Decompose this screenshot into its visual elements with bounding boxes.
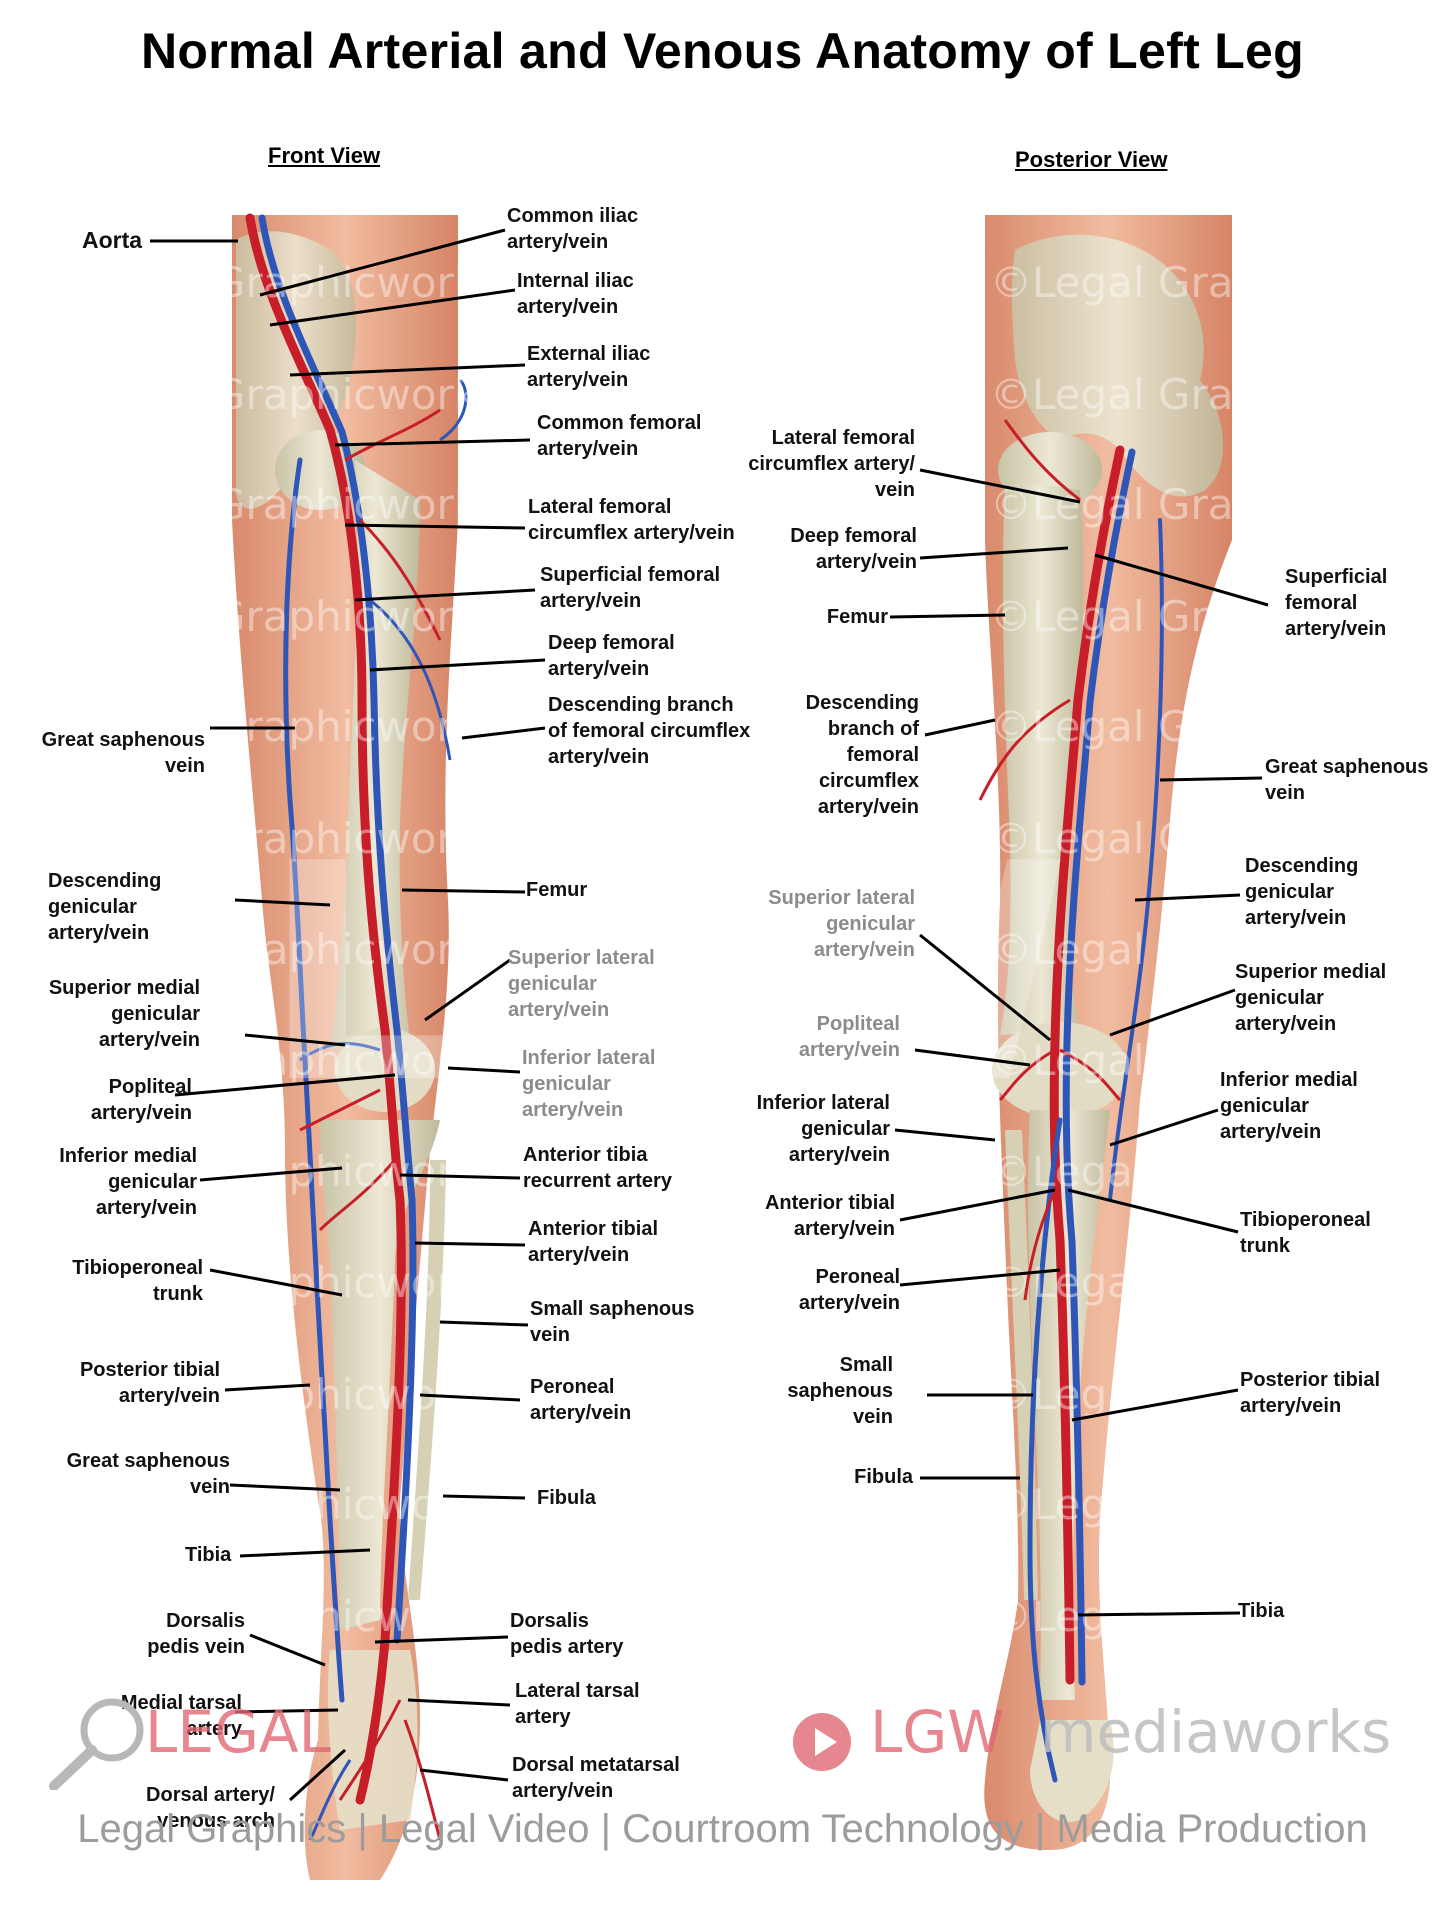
front-tibia bbox=[320, 1120, 440, 1630]
page-title: Normal Arterial and Venous Anatomy of Le… bbox=[140, 23, 1305, 79]
brand-tagline: Legal Graphics | Legal Video | Courtroom… bbox=[77, 1807, 1368, 1851]
posterior-small-saphenous-vein bbox=[1027, 1117, 1063, 1783]
posterior-branches bbox=[978, 419, 1122, 1301]
front-branches bbox=[299, 408, 442, 1841]
label-lateral-tarsal: Lateral tarsal artery bbox=[515, 1680, 640, 1728]
front-great-saphenous-vein bbox=[283, 457, 345, 1703]
label-posterior-great-saphenous: Great saphenous vein bbox=[1265, 756, 1429, 804]
label-superficial-femoral: Superficial femoral artery/vein bbox=[540, 564, 721, 612]
front-pelvis bbox=[236, 231, 356, 509]
label-anterior-tibial: Anterior tibial artery/vein bbox=[528, 1218, 659, 1266]
label-posterior-tibial: Posterior tibial artery/vein bbox=[79, 1359, 220, 1407]
label-tibioperoneal-trunk: Tibioperoneal trunk bbox=[72, 1257, 203, 1305]
label-internal-iliac: Internal iliac artery/vein bbox=[517, 270, 634, 318]
label-dorsal-arch: Dorsal artery/ venous arch bbox=[146, 1784, 275, 1832]
front-vein-main bbox=[258, 214, 417, 1644]
label-posterior-inferior-medial-genicular: Inferior medial genicular artery/vein bbox=[1220, 1069, 1358, 1143]
label-posterior-peroneal: Peroneal artery/vein bbox=[798, 1266, 900, 1314]
front-artery-main bbox=[245, 213, 406, 1805]
label-posterior-tibioperoneal: Tibioperoneal trunk bbox=[1240, 1209, 1371, 1257]
front-view-title: Front View bbox=[268, 143, 381, 168]
front-fibula bbox=[408, 1160, 446, 1600]
label-aorta: Aorta bbox=[82, 227, 143, 253]
label-dorsal-metatarsal: Dorsal metatarsal artery/vein bbox=[512, 1754, 680, 1802]
posterior-calcaneus bbox=[1030, 1720, 1114, 1822]
brand-legal: LEGAL bbox=[145, 1698, 331, 1766]
label-peroneal: Peroneal artery/vein bbox=[530, 1376, 632, 1424]
label-superior-medial-genicular: Superior medial genicular artery/vein bbox=[48, 977, 200, 1051]
posterior-knee bbox=[992, 1022, 1128, 1118]
label-posterior-tibia: Tibia bbox=[1238, 1600, 1285, 1622]
label-femur: Femur bbox=[526, 879, 588, 901]
front-leg bbox=[232, 213, 468, 1880]
label-medial-tarsal: Medial tarsal artery bbox=[120, 1692, 242, 1740]
brand-banner: LEGAL LGW mediaworks bbox=[0, 1690, 1445, 1790]
label-inferior-medial-genicular: Inferior medial genicular artery/vein bbox=[59, 1145, 197, 1219]
label-posterior-inferior-lateral-genicular: Inferior lateral genicular artery/vein bbox=[756, 1092, 890, 1166]
label-common-iliac: Common iliac artery/vein bbox=[507, 205, 639, 253]
label-posterior-descending-genicular: Descending genicular artery/vein bbox=[1245, 855, 1359, 929]
label-descending-branch: Descending branch of femoral circumflex … bbox=[548, 694, 751, 768]
label-inferior-lateral-genicular: Inferior lateral genicular artery/vein bbox=[522, 1047, 656, 1121]
posterior-leg bbox=[978, 215, 1232, 1850]
label-superior-lateral-genicular: Superior lateral genicular artery/vein bbox=[508, 947, 655, 1021]
label-dorsalis-pedis-vein: Dorsalis pedis vein bbox=[147, 1610, 245, 1658]
label-fibula: Fibula bbox=[537, 1487, 596, 1509]
label-posterior-superior-medial-genicular: Superior medial genicular artery/vein bbox=[1235, 961, 1387, 1035]
front-vein-branches bbox=[299, 378, 468, 1841]
label-great-saphenous-vein: Great saphenous vein bbox=[41, 729, 205, 777]
label-tibia: Tibia bbox=[185, 1544, 232, 1566]
posterior-artery-main bbox=[1049, 445, 1125, 1685]
posterior-great-saphenous-vein bbox=[1108, 518, 1164, 1202]
label-posterior-femur: Femur bbox=[826, 606, 888, 628]
label-posterior-superior-lateral-genicular: Superior lateral genicular artery/vein bbox=[768, 887, 915, 961]
label-posterior-fibula: Fibula bbox=[854, 1466, 913, 1488]
brand-lgw: LGW bbox=[870, 1698, 1005, 1766]
brand-mediaworks: mediaworks bbox=[1040, 1698, 1392, 1766]
label-posterior-descending-branch: Descending branch of femoral circumflex … bbox=[805, 692, 919, 818]
posterior-view-title: Posterior View bbox=[1015, 147, 1168, 172]
label-common-femoral: Common femoral artery/vein bbox=[537, 412, 702, 460]
label-posterior-popliteal: Popliteal artery/vein bbox=[798, 1013, 900, 1061]
label-descending-genicular: Descending genicular artery/vein bbox=[48, 870, 162, 944]
label-posterior-anterior-tibial: Anterior tibial artery/vein bbox=[764, 1192, 895, 1240]
label-posterior-posterior-tibial: Posterior tibial artery/vein bbox=[1240, 1369, 1381, 1417]
label-great-saphenous-vein-lower: Great saphenous vein bbox=[66, 1450, 230, 1498]
play-icon bbox=[793, 1713, 851, 1771]
label-anterior-tibia-recurrent: Anterior tibia recurrent artery bbox=[523, 1144, 672, 1192]
label-popliteal: Popliteal artery/vein bbox=[90, 1076, 192, 1124]
label-lateral-femoral-circumflex: Lateral femoral circumflex artery/vein bbox=[528, 496, 735, 544]
label-posterior-deep-femoral: Deep femoral artery/vein bbox=[790, 525, 917, 573]
label-deep-femoral: Deep femoral artery/vein bbox=[548, 632, 675, 680]
lgw-watermark-logo: LGW bbox=[262, 800, 1091, 1149]
magnifier-icon bbox=[49, 1698, 144, 1790]
label-posterior-lateral-femoral-circumflex: Lateral femoral circumflex artery/ vein bbox=[748, 427, 915, 501]
label-posterior-superficial-femoral: Superficial femoral artery/vein bbox=[1285, 566, 1388, 640]
label-posterior-small-saphenous: Small saphenous vein bbox=[787, 1354, 893, 1428]
label-external-iliac: External iliac artery/vein bbox=[527, 343, 651, 391]
posterior-pelvis bbox=[1011, 234, 1224, 497]
label-dorsalis-pedis-artery: Dorsalis pedis artery bbox=[510, 1610, 624, 1658]
label-small-saphenous-vein: Small saphenous vein bbox=[530, 1298, 695, 1346]
